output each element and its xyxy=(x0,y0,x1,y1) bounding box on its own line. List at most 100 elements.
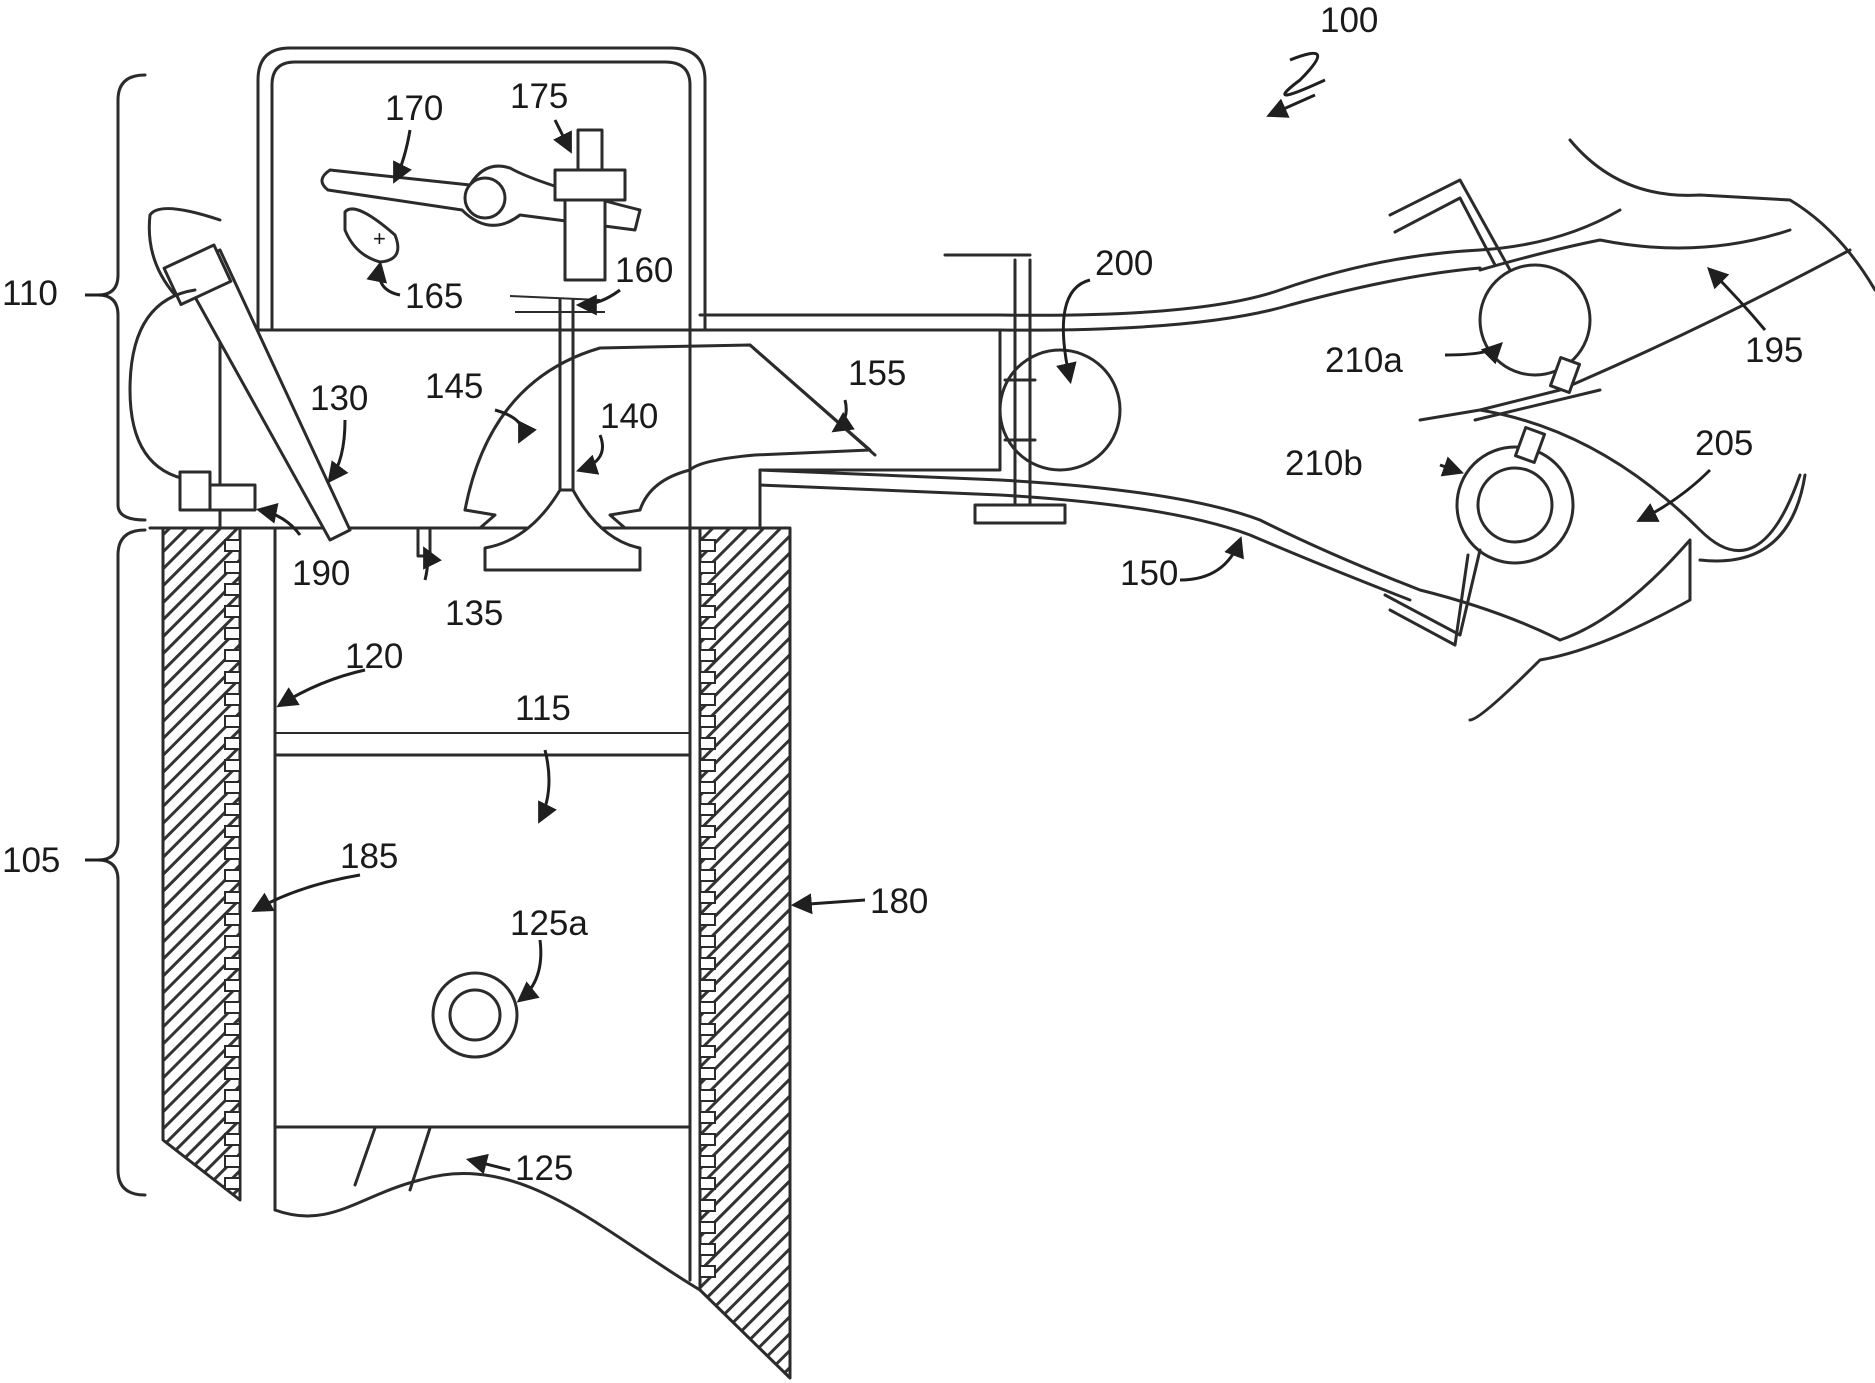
liner-ridge xyxy=(700,738,715,749)
label-100: 100 xyxy=(1320,1,1378,40)
liner-ridge xyxy=(225,738,240,749)
liner-ridge xyxy=(225,980,240,991)
brace-110 xyxy=(98,75,145,520)
liner-ridge xyxy=(225,958,240,969)
liner-ridge xyxy=(225,1134,240,1145)
liner-ridge xyxy=(700,540,715,551)
cam-lobe xyxy=(345,209,398,262)
wrist-pin-inner xyxy=(450,990,500,1040)
liner-ridge xyxy=(700,694,715,705)
liner-ridge xyxy=(700,650,715,661)
liner-ridge xyxy=(225,1002,240,1013)
label-195: 195 xyxy=(1745,331,1803,370)
intake-port xyxy=(465,345,870,510)
liner-ridge xyxy=(225,540,240,551)
label-125a: 125a xyxy=(510,904,588,943)
liner-ridge xyxy=(700,848,715,859)
label-130: 130 xyxy=(310,379,368,418)
liner-ridge xyxy=(225,760,240,771)
valve-210a xyxy=(1480,265,1590,375)
liner-ridge xyxy=(225,1178,240,1189)
liner-ridge xyxy=(225,804,240,815)
label-120: 120 xyxy=(345,637,403,676)
liner-ridge xyxy=(225,936,240,947)
liner-ridge xyxy=(700,958,715,969)
label-175: 175 xyxy=(510,77,568,116)
liner-ridge xyxy=(225,1112,240,1123)
throttle-body xyxy=(1000,350,1120,470)
cylinder-block xyxy=(163,528,790,1378)
liner-ridge xyxy=(700,1156,715,1167)
label-105: 105 xyxy=(2,841,60,880)
liner-ridge xyxy=(225,628,240,639)
label-110: 110 xyxy=(2,274,58,313)
label-135: 135 xyxy=(445,594,503,633)
liner-ridge xyxy=(700,1068,715,1079)
liner-ridge xyxy=(700,562,715,573)
injector-135 xyxy=(418,528,430,556)
label-205: 205 xyxy=(1695,424,1753,463)
liner-ridge xyxy=(700,1244,715,1255)
liner-ridge xyxy=(225,870,240,881)
liner-ridge xyxy=(700,1178,715,1189)
label-210a: 210a xyxy=(1325,341,1403,380)
label-155: 155 xyxy=(848,354,906,393)
liner-ridge xyxy=(700,672,715,683)
label-180: 180 xyxy=(870,882,928,921)
liner-ridge xyxy=(700,760,715,771)
liner-ridge xyxy=(700,892,715,903)
label-145: 145 xyxy=(425,367,483,406)
liner-ridge xyxy=(700,1200,715,1211)
liner-ridge xyxy=(225,650,240,661)
liner-ridge xyxy=(700,914,715,925)
label-185: 185 xyxy=(340,837,398,876)
branch-205 xyxy=(1470,540,1690,720)
brace-105 xyxy=(98,530,145,1195)
liner-ridge xyxy=(225,606,240,617)
liner-ridge xyxy=(700,826,715,837)
svg-text:+: + xyxy=(373,226,386,251)
liner-ridge xyxy=(700,1002,715,1013)
label-165: 165 xyxy=(405,277,463,316)
liner-ridge xyxy=(225,562,240,573)
liner-ridge xyxy=(225,1024,240,1035)
liner-ridge xyxy=(700,1090,715,1101)
sensor-190 xyxy=(180,472,210,510)
liner-ridge xyxy=(700,1134,715,1145)
piston xyxy=(275,755,690,1127)
liner-ridge xyxy=(700,628,715,639)
liner-ridge xyxy=(225,782,240,793)
liner-ridge xyxy=(225,1090,240,1101)
label-190: 190 xyxy=(292,554,350,593)
liner-ridge xyxy=(225,826,240,837)
liner-ridge xyxy=(225,1156,240,1167)
liner-ridge xyxy=(700,782,715,793)
liner-ridge xyxy=(700,716,715,727)
label-125: 125 xyxy=(515,1149,573,1188)
liner-ridge xyxy=(700,584,715,595)
liner-ridge xyxy=(700,1266,715,1277)
liner-ridge xyxy=(225,672,240,683)
liner-ridge xyxy=(700,980,715,991)
liner-ridge xyxy=(700,1046,715,1057)
liner-ridge xyxy=(700,936,715,947)
liner-ridge xyxy=(225,584,240,595)
liner-ridge xyxy=(225,1046,240,1057)
cylinder-head: + xyxy=(130,48,1000,570)
label-140: 140 xyxy=(600,397,658,436)
liner-ridge xyxy=(700,804,715,815)
liner-ridge xyxy=(225,892,240,903)
label-160: 160 xyxy=(615,251,673,290)
upper-runner xyxy=(700,210,1620,315)
label-200: 200 xyxy=(1095,244,1153,283)
liner-ridge xyxy=(225,848,240,859)
liner-ridge xyxy=(700,1222,715,1233)
liner-ridge xyxy=(225,716,240,727)
liner-ridge xyxy=(700,1112,715,1123)
liner-ridge xyxy=(225,694,240,705)
liner-ridge xyxy=(700,870,715,881)
liner-ridge xyxy=(700,1024,715,1035)
label-115: 115 xyxy=(515,689,571,728)
label-150: 150 xyxy=(1120,554,1178,593)
